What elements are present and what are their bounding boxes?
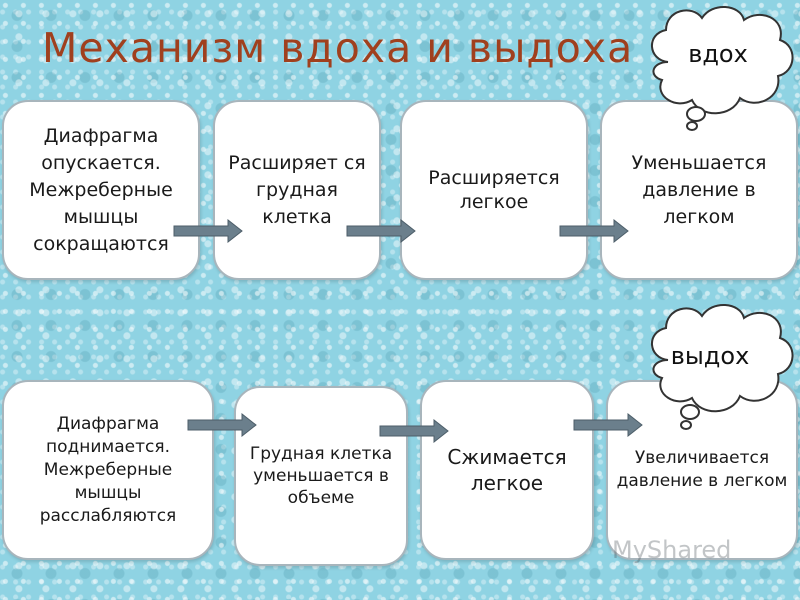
exhale-arrow-1 xyxy=(187,413,257,437)
inhale-arrow-2 xyxy=(346,219,416,243)
inhale-step-3: Расширяется легкое xyxy=(400,100,588,280)
watermark-logo: MyShared xyxy=(612,536,732,564)
exhale-cloud-label: выдох xyxy=(670,342,750,370)
inhale-cloud-label: вдох xyxy=(688,40,748,68)
page-title: Механизм вдоха и выдоха xyxy=(42,24,634,72)
exhale-step-3-text: Сжимается легкое xyxy=(447,445,567,495)
inhale-step-4-text: Уменьшается давление в легком xyxy=(631,151,767,228)
exhale-step-3: Сжимается легкое xyxy=(420,380,594,560)
inhale-step-1-text: Диафрагма опускается. Межреберные мышцы … xyxy=(29,124,173,255)
inhale-step-2-text: Расширяет ся грудная клетка xyxy=(228,151,366,228)
inhale-step-3-text: Расширяется легкое xyxy=(428,167,560,213)
inhale-step-4: Уменьшается давление в легком xyxy=(600,100,798,280)
exhale-step-1-text: Диафрагма поднимается. Межреберные мышцы… xyxy=(39,413,177,526)
exhale-step-2: Грудная клетка уменьшается в объеме xyxy=(234,386,408,566)
inhale-arrow-3 xyxy=(559,219,629,243)
inhale-cloud-icon xyxy=(651,6,794,131)
exhale-step-2-text: Грудная клетка уменьшается в объеме xyxy=(249,444,393,508)
exhale-step-4-text: Увеличивается давление в легком xyxy=(616,448,788,491)
exhale-arrow-3 xyxy=(573,413,643,437)
exhale-step-1: Диафрагма поднимается. Межреберные мышцы… xyxy=(2,380,214,560)
inhale-step-1: Диафрагма опускается. Межреберные мышцы … xyxy=(2,100,200,280)
inhale-arrow-1 xyxy=(173,219,243,243)
exhale-cloud-icon xyxy=(651,304,794,430)
inhale-step-2: Расширяет ся грудная клетка xyxy=(213,100,381,280)
exhale-arrow-2 xyxy=(379,419,449,443)
